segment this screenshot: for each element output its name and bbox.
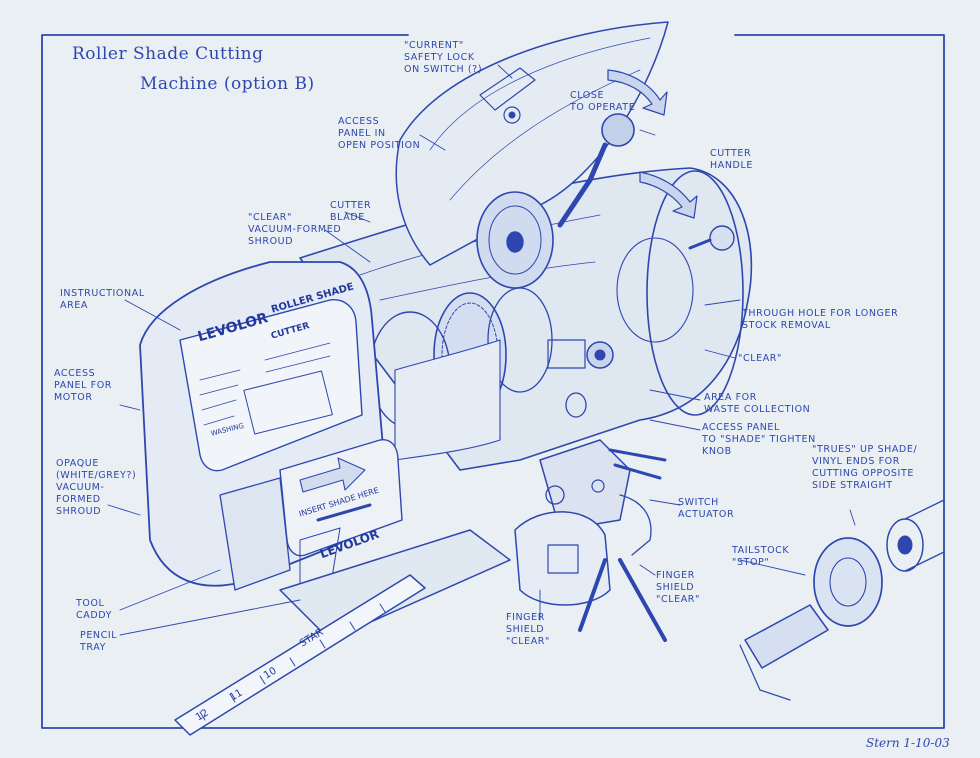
safety-switch bbox=[479, 67, 536, 111]
label-access-panel: access panel in open position bbox=[338, 116, 421, 151]
tailstock-shaft bbox=[744, 604, 829, 669]
label-clear-right: "clear" bbox=[738, 353, 782, 364]
secondary-knob bbox=[709, 225, 735, 251]
label-finger-shield-right: finger shield "clear" bbox=[656, 570, 700, 605]
title-line-2: Machine (option B) bbox=[140, 74, 315, 94]
label-instructional-area: instructional area bbox=[60, 288, 145, 311]
instruction-diagram bbox=[243, 370, 333, 435]
tailstock-stop bbox=[813, 537, 883, 627]
cutter-handle-arm bbox=[557, 142, 608, 228]
pencil bbox=[316, 503, 372, 522]
label-cutter-handle: cutter handle bbox=[710, 148, 753, 171]
rotate-arrow-mid bbox=[639, 171, 698, 219]
label-clear-shroud: "clear" vacuum-formed shroud bbox=[248, 212, 342, 247]
through-hole bbox=[616, 237, 694, 343]
title-line-1: Roller Shade Cutting bbox=[72, 44, 264, 64]
label-tailstock-stop: tailstock "stop" bbox=[732, 545, 790, 568]
label-trues-up: "trues" up shade/ vinyl ends for cutting… bbox=[812, 444, 918, 491]
instruction-panel bbox=[179, 299, 363, 472]
label-cutter-blade: cutter blade bbox=[330, 200, 372, 223]
finger-shield-left bbox=[514, 511, 611, 606]
label-access-panel-knob: access panel to "shade" tighten knob bbox=[702, 422, 816, 457]
cutter-handle-knob bbox=[601, 113, 635, 147]
label-finger-shield-left: finger shield "clear" bbox=[506, 612, 550, 647]
border-frame bbox=[41, 34, 945, 729]
finger-shield-right bbox=[619, 494, 652, 556]
label-switch-actuator: switch actuator bbox=[678, 497, 735, 520]
lever bbox=[578, 558, 667, 642]
label-tool-caddy: tool caddy bbox=[76, 598, 113, 621]
rotate-arrow-top bbox=[607, 69, 668, 116]
label-waste-area: area for waste collection bbox=[704, 392, 811, 415]
label-close-to-operate: close to operate bbox=[570, 90, 636, 113]
label-current-switch: "current" safety lock on switch (?) bbox=[404, 40, 483, 75]
label-opaque-shroud: opaque (white/grey?) vacuum- formed shro… bbox=[56, 458, 137, 517]
ruler bbox=[174, 574, 426, 736]
tool-caddy bbox=[219, 477, 291, 591]
housing-end-cap bbox=[646, 170, 744, 416]
insert-slot bbox=[279, 439, 403, 557]
label-access-panel-motor: access panel for motor bbox=[54, 368, 112, 403]
signature: Stern 1-10-03 bbox=[866, 736, 950, 750]
access-panel bbox=[395, 21, 669, 266]
leader-lines bbox=[107, 64, 856, 636]
insert-arrow bbox=[299, 457, 366, 493]
label-through-hole: through hole for longer stock removal bbox=[742, 308, 899, 331]
label-pencil-tray: pencil tray bbox=[80, 630, 118, 653]
